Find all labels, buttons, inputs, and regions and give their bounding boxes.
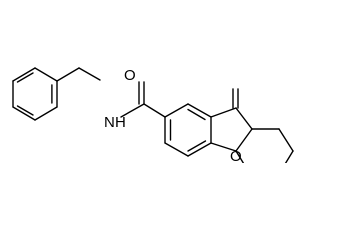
amide-hydrogen-label: H: [115, 114, 126, 131]
fluorenone-left-ring: [164, 103, 212, 157]
carbonyl-aryl-bond: [143, 103, 166, 118]
five-ring-bond-ketone-right: [235, 107, 253, 130]
chemical-structure-diagram: N H O O: [12, 67, 294, 163]
benzyl-phenyl-ring: [12, 67, 58, 121]
nitrogen-carbonyl-bond: [120, 103, 145, 118]
ketone-oxygen-label: O: [230, 148, 242, 163]
amide-nitrogen-label: N: [104, 114, 115, 131]
bonds: [12, 67, 294, 163]
ch2-nitrogen-bond: [78, 67, 101, 81]
amide-oxygen-label: O: [124, 67, 136, 84]
five-ring-biaryl-bond: [210, 142, 237, 152]
benzyl-ch2-bond: [56, 67, 80, 82]
five-ring-bond-ketone-left: [210, 107, 237, 118]
fluorenone-right-ring: [235, 128, 294, 163]
